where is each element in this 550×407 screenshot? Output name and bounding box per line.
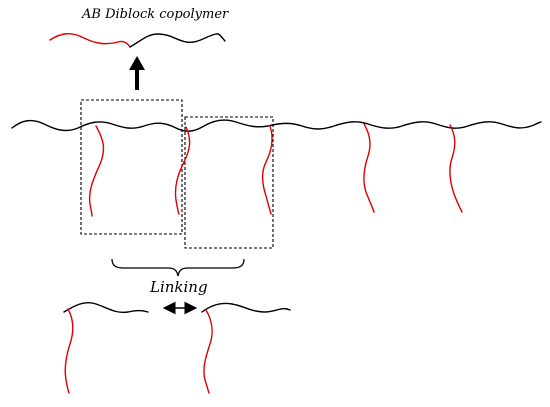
graft-chain-4 — [363, 123, 375, 213]
diblock-red-block — [49, 33, 131, 48]
graft-chain-1 — [88, 125, 105, 217]
diblock-black-block — [129, 33, 226, 48]
fragment-left-graft — [64, 308, 74, 394]
grouping-brace — [111, 258, 245, 277]
graft-chain-3 — [261, 125, 273, 215]
selection-box-right — [184, 116, 274, 249]
fragment-left-backbone — [63, 302, 149, 314]
graft-chain-2 — [174, 126, 191, 215]
selection-box-left — [80, 99, 183, 235]
graft-chain-5 — [449, 124, 463, 213]
fragment-right-backbone — [201, 302, 291, 313]
backbone-chain — [11, 119, 542, 132]
fragment-right-graft — [203, 309, 213, 394]
up-arrow-icon — [129, 56, 145, 90]
linking-label: Linking — [149, 278, 208, 296]
diblock-title-label: AB Diblock copolymer — [81, 7, 229, 22]
